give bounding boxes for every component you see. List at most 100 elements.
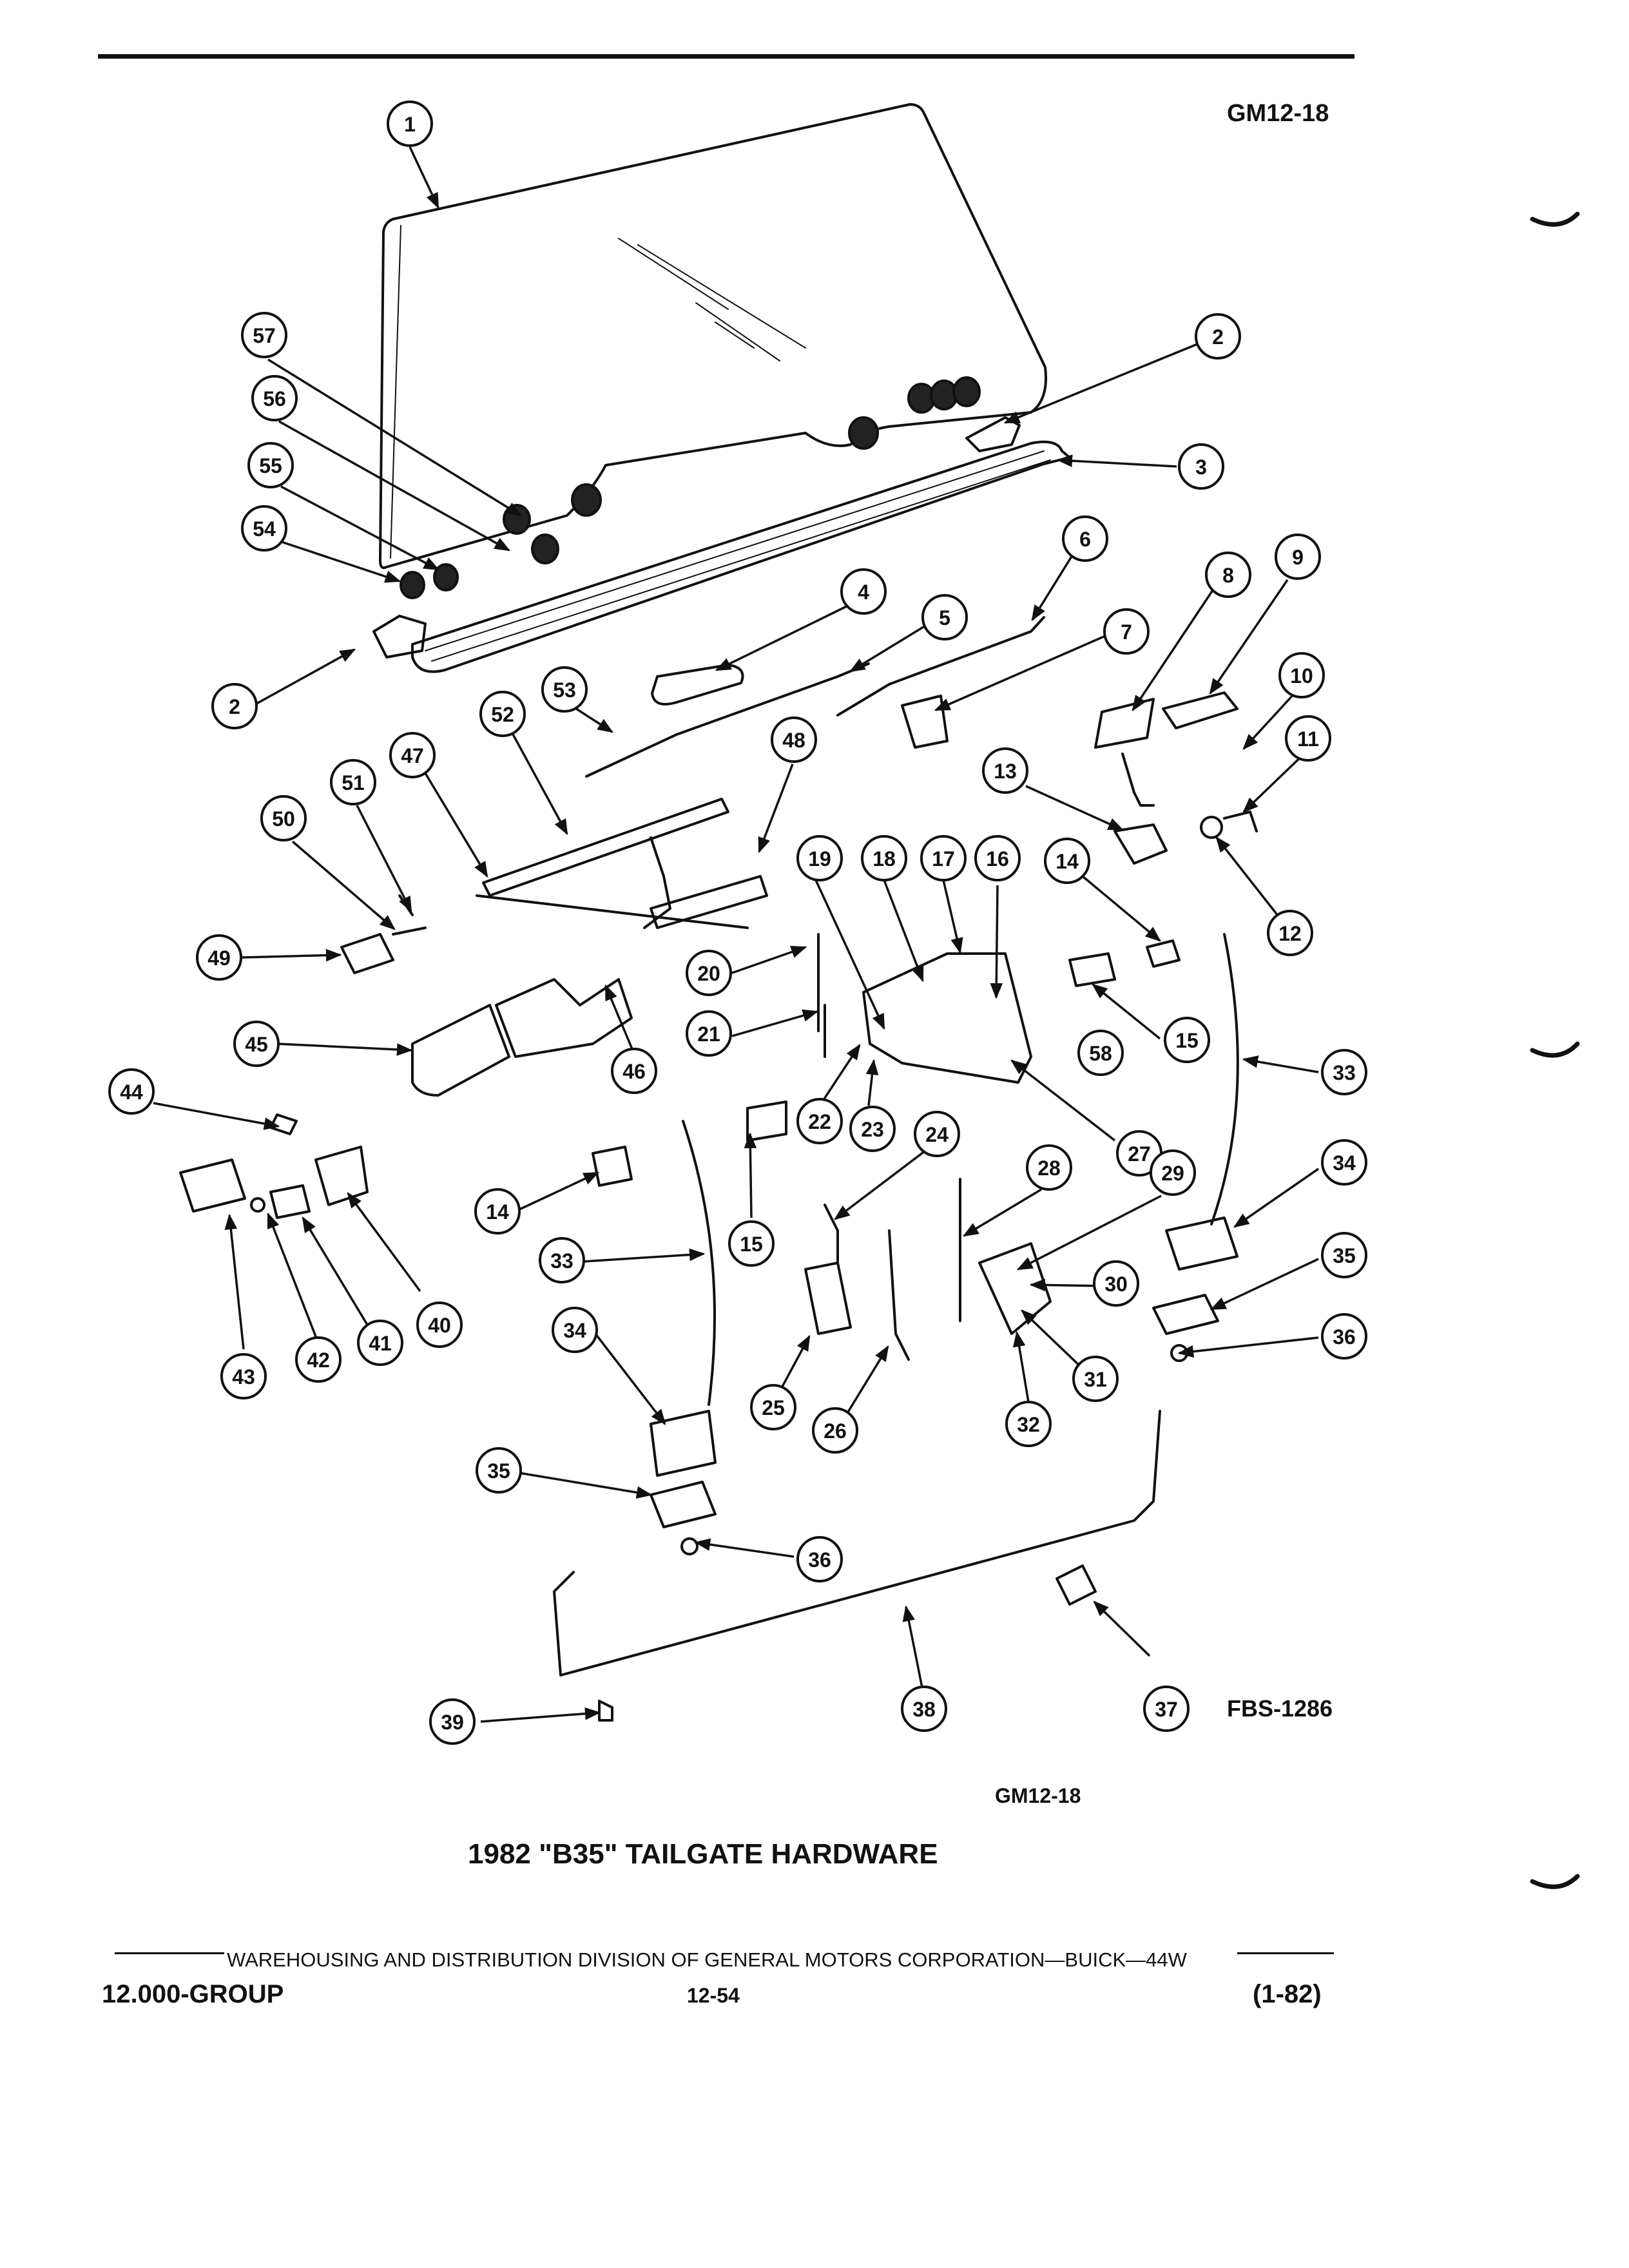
callout-52: 52 bbox=[479, 691, 526, 737]
callout-circle bbox=[1026, 1144, 1072, 1191]
callout-11: 11 bbox=[1285, 715, 1331, 762]
footer-date: (1-82) bbox=[1253, 1980, 1322, 2008]
callout-number: 15 bbox=[1175, 1029, 1199, 1052]
callout-circle bbox=[1275, 533, 1321, 580]
callout-number: 8 bbox=[1222, 564, 1234, 587]
callout-26: 26 bbox=[812, 1407, 858, 1454]
callout-number: 21 bbox=[697, 1023, 720, 1046]
footer-division-line: WAREHOUSING AND DISTRIBUTION DIVISION OF… bbox=[227, 1948, 1188, 1971]
callout-44: 44 bbox=[108, 1068, 155, 1115]
callout-28: 28 bbox=[1026, 1144, 1072, 1191]
callout-25: 25 bbox=[750, 1384, 796, 1430]
callout-number: 35 bbox=[1333, 1244, 1356, 1267]
callout-circle bbox=[611, 1048, 657, 1094]
callout-circle bbox=[750, 1384, 796, 1430]
callout-circle bbox=[974, 835, 1021, 881]
callout-circle bbox=[196, 934, 242, 981]
callout-17: 17 bbox=[920, 835, 967, 881]
callout-number: 43 bbox=[232, 1365, 255, 1389]
bracket-14-upper bbox=[1146, 939, 1181, 968]
handle bbox=[651, 664, 744, 706]
footer-group: 12.000-GROUP bbox=[102, 1980, 284, 2008]
callout-number: 56 bbox=[263, 387, 286, 410]
callout-3: 3 bbox=[1178, 443, 1224, 490]
callout-circle bbox=[921, 594, 968, 640]
callout-circle bbox=[330, 759, 376, 805]
callout-circle bbox=[771, 716, 817, 763]
callout-16: 16 bbox=[974, 835, 1021, 881]
callout-number: 35 bbox=[487, 1459, 510, 1483]
callout-circle bbox=[357, 1320, 403, 1366]
callout-number: 31 bbox=[1084, 1368, 1107, 1391]
rod-26 bbox=[888, 1229, 910, 1361]
hinge-34-left bbox=[650, 1410, 717, 1477]
tailgate-glass bbox=[379, 103, 1047, 570]
callout-circle bbox=[1321, 1139, 1367, 1186]
page-text: GM12-18 FBS-1286 GM12-18 1982 "B35" TAIL… bbox=[102, 100, 1333, 2008]
callout-number: 10 bbox=[1290, 664, 1313, 687]
figure-code-top: GM12-18 bbox=[1227, 100, 1329, 127]
bracket-13 bbox=[1113, 823, 1168, 865]
callout-40: 40 bbox=[416, 1302, 463, 1348]
callout-24: 24 bbox=[914, 1111, 960, 1157]
callout-number: 44 bbox=[120, 1081, 143, 1104]
callout-58: 58 bbox=[1077, 1030, 1124, 1076]
callout-number: 55 bbox=[259, 454, 282, 477]
callout-number: 13 bbox=[994, 760, 1017, 783]
clip-39 bbox=[598, 1700, 613, 1722]
glass-bushings bbox=[400, 376, 981, 599]
callout-number: 20 bbox=[697, 962, 720, 985]
callout-36: 36 bbox=[796, 1536, 843, 1582]
callout-circle bbox=[849, 1106, 896, 1152]
callout-circle bbox=[901, 1686, 947, 1732]
callout-circle bbox=[796, 835, 843, 881]
plate-35-right bbox=[1152, 1294, 1219, 1335]
callout-circle bbox=[840, 568, 887, 615]
callout-55: 55 bbox=[247, 442, 294, 488]
callout-number: 12 bbox=[1278, 922, 1302, 945]
callout-1: 1 bbox=[387, 101, 433, 147]
callout-number: 25 bbox=[762, 1396, 785, 1419]
callout-43: 43 bbox=[220, 1353, 267, 1399]
callout-18: 18 bbox=[861, 835, 907, 881]
bolt-44 bbox=[269, 1113, 298, 1135]
callout-circle bbox=[108, 1068, 155, 1115]
actuator-25 bbox=[804, 1262, 852, 1335]
regulator-46 bbox=[495, 978, 633, 1058]
callout-35: 35 bbox=[1321, 1232, 1367, 1278]
callout-number: 33 bbox=[1333, 1061, 1356, 1084]
callout-circle bbox=[389, 732, 436, 778]
callout-circle bbox=[1093, 1260, 1139, 1307]
callout-48: 48 bbox=[771, 716, 817, 763]
callout-38: 38 bbox=[901, 1686, 947, 1732]
callout-36: 36 bbox=[1321, 1313, 1367, 1360]
escutcheon-8 bbox=[1094, 698, 1155, 749]
callout-circle bbox=[1150, 1149, 1196, 1196]
clip-51 bbox=[398, 894, 414, 916]
callout-32: 32 bbox=[1005, 1401, 1052, 1447]
callout-number: 3 bbox=[1195, 456, 1207, 479]
callout-6: 6 bbox=[1062, 515, 1108, 562]
callout-circle bbox=[260, 795, 307, 841]
part-drawings bbox=[179, 103, 1258, 1722]
callout-number: 32 bbox=[1017, 1413, 1040, 1436]
callout-number: 14 bbox=[486, 1200, 509, 1224]
callout-29: 29 bbox=[1150, 1149, 1196, 1196]
bracket-43 bbox=[179, 1158, 246, 1213]
callout-9: 9 bbox=[1275, 533, 1321, 580]
callout-circle bbox=[728, 1220, 775, 1267]
callout-number: 47 bbox=[401, 744, 424, 767]
callout-circle bbox=[476, 1447, 522, 1494]
callout-51: 51 bbox=[330, 759, 376, 805]
callout-circle bbox=[1278, 652, 1325, 698]
page-edge-marks bbox=[1530, 211, 1580, 1889]
callout-10: 10 bbox=[1278, 652, 1325, 698]
callout-number: 33 bbox=[550, 1249, 574, 1273]
callout-number: 50 bbox=[272, 807, 295, 831]
callout-circle bbox=[1321, 1232, 1367, 1278]
callout-number: 7 bbox=[1121, 620, 1132, 644]
callout-number: 54 bbox=[253, 517, 276, 541]
callout-number: 19 bbox=[808, 847, 831, 870]
callout-12: 12 bbox=[1267, 910, 1313, 956]
hinge-40 bbox=[314, 1146, 369, 1206]
